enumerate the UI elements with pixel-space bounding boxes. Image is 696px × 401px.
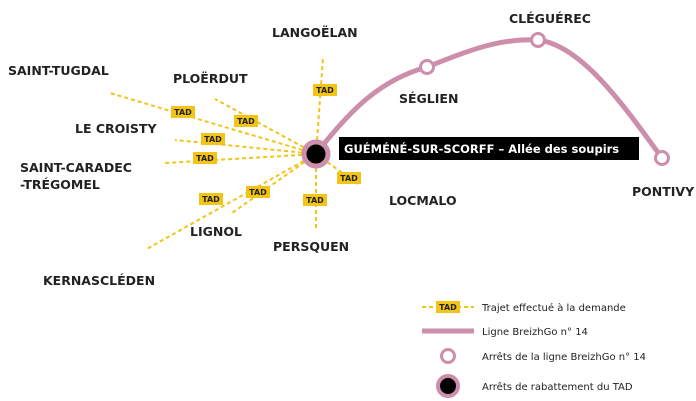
svg-text:TAD: TAD <box>249 188 267 197</box>
legend-tad-route-label: Trajet effectué à la demande <box>481 302 626 314</box>
svg-text:TAD: TAD <box>237 117 255 126</box>
label-pontivy: PONTIVY <box>632 184 695 199</box>
line-stop-seglien <box>419 59 435 75</box>
tad-badge-saint-caradec: TAD <box>193 152 217 164</box>
tad-badge-persquen: TAD <box>303 194 327 206</box>
tad-route-le-croisty <box>174 139 317 155</box>
legend-line-label: Ligne BreizhGo n° 14 <box>482 327 588 338</box>
tad-badge-ploerdut: TAD <box>171 106 195 118</box>
label-saint-tugdal: SAINT-TUGDAL <box>8 63 109 78</box>
tad-route-langoelan <box>315 57 324 155</box>
tad-badge-kernascleden: TAD <box>199 193 223 205</box>
svg-text:TAD: TAD <box>202 195 220 204</box>
tad-badge-langoelan: TAD <box>313 84 337 96</box>
legend-hub-stops: Arrêts de rabattement du TAD <box>436 374 633 398</box>
label-saint-caradec: SAINT-CARADEC <box>20 160 132 175</box>
svg-text:TAD: TAD <box>316 86 334 95</box>
tad-route-kernascleden <box>144 153 317 251</box>
tad-route-saint-tugdal <box>109 92 317 155</box>
label-langoelan: LANGOËLAN <box>272 25 358 40</box>
line-stop-cleguerec <box>530 32 546 48</box>
svg-text:TAD: TAD <box>196 154 214 163</box>
label-lignol: LIGNOL <box>190 224 242 239</box>
hub-label: GUÉMÉNÉ-SUR-SCORFF – Allée des soupirs <box>344 141 619 156</box>
label-le-croisty: LE CROISTY <box>75 121 157 136</box>
tad-badge-locmalo: TAD <box>337 172 361 184</box>
legend-line-stops-label: Arrêts de la ligne BreizhGo n° 14 <box>482 351 646 363</box>
label-tregomel: -TRÉGOMEL <box>20 177 100 192</box>
hub-stop <box>301 139 331 169</box>
tad-badge-lignol: TAD <box>246 186 270 198</box>
tad-route-lignol <box>231 153 317 214</box>
legend-line: Ligne BreizhGo n° 14 <box>422 327 588 338</box>
svg-text:TAD: TAD <box>306 196 324 205</box>
tad-route-saint-caradec <box>164 153 317 164</box>
hub-label-box <box>339 137 639 160</box>
svg-text:TAD: TAD <box>340 174 358 183</box>
tad-routes <box>109 57 359 251</box>
tad-badge-saint-tugdal: TAD <box>234 115 258 127</box>
legend-tad-route: TAD Trajet effectué à la demande <box>422 301 626 314</box>
breizhgo-line-14 <box>313 37 665 161</box>
label-cleguerec: CLÉGUÉREC <box>509 11 591 26</box>
legend: TAD Trajet effectué à la demande Ligne B… <box>422 301 646 398</box>
label-seglien: SÉGLIEN <box>399 91 458 106</box>
tad-route-ploerdut <box>214 98 317 155</box>
label-kernascleden: KERNASCLÉDEN <box>43 273 155 288</box>
line-stop-pontivy <box>654 150 670 166</box>
svg-text:TAD: TAD <box>204 135 222 144</box>
svg-text:TAD: TAD <box>174 108 192 117</box>
svg-text:TAD: TAD <box>439 303 457 312</box>
label-locmalo: LOCMALO <box>389 193 457 208</box>
legend-hub-stops-label: Arrêts de rabattement du TAD <box>482 381 633 393</box>
legend-line-stops: Arrêts de la ligne BreizhGo n° 14 <box>440 348 646 364</box>
tad-badge-le-croisty: TAD <box>201 133 225 145</box>
label-ploerdut: PLOËRDUT <box>173 71 248 86</box>
label-persquen: PERSQUEN <box>273 239 349 254</box>
